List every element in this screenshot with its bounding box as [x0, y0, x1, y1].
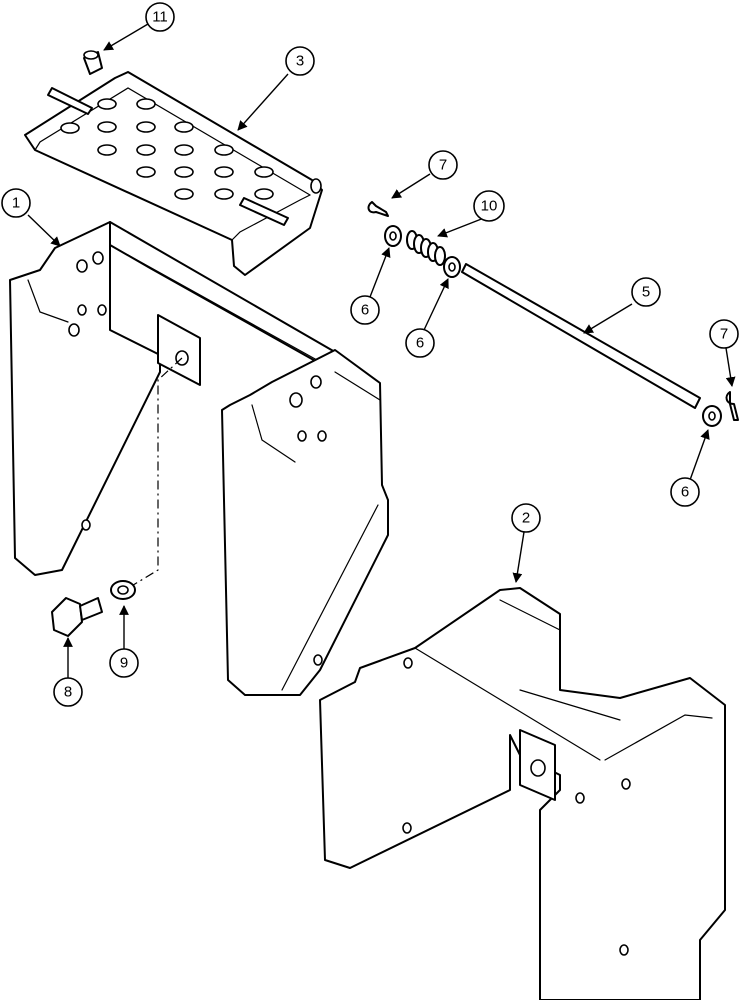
bolt: [51, 597, 103, 637]
callout-7-right-label: 7: [720, 326, 728, 343]
callout-6-middle-label: 6: [416, 335, 424, 352]
callout-3-label: 3: [296, 53, 304, 70]
step-bracket: [9, 221, 389, 696]
callout-6-left-label: 6: [361, 302, 369, 319]
callout-leaders: [27, 23, 736, 678]
step-guard: [319, 587, 726, 1000]
callout-8-label: 8: [64, 684, 72, 701]
washer: [110, 580, 136, 600]
callout-7-top-label: 7: [439, 157, 447, 174]
rod: [461, 263, 701, 409]
spring: [406, 230, 446, 266]
callout-7-top: 7: [428, 150, 458, 180]
callout-6-right-label: 6: [681, 484, 689, 501]
callout-3: 3: [285, 46, 315, 76]
callout-5: 5: [631, 277, 661, 307]
assembly-centerline: [124, 357, 183, 591]
rod-washers: [384, 225, 722, 427]
callout-11: 11: [145, 2, 175, 32]
step-plate: [24, 71, 323, 276]
callout-9-label: 9: [120, 655, 128, 672]
callout-6-right: 6: [670, 477, 700, 507]
callout-2: 2: [511, 503, 541, 533]
callout-1: 1: [1, 188, 31, 218]
callout-5-label: 5: [642, 284, 650, 301]
callout-9: 9: [109, 648, 139, 678]
step-plate-pins: [47, 87, 322, 226]
callout-8: 8: [53, 677, 83, 707]
callout-6-left: 6: [350, 295, 380, 325]
callout-11-label: 11: [152, 9, 168, 26]
callout-2-label: 2: [522, 510, 530, 527]
callout-10-label: 10: [481, 198, 498, 215]
callout-10: 10: [473, 190, 505, 222]
cotter-pins: [367, 201, 739, 421]
callout-1-label: 1: [12, 195, 20, 212]
bushing: [83, 50, 103, 75]
callout-6-middle: 6: [405, 328, 435, 358]
callout-7-right: 7: [709, 319, 739, 349]
step-plate-holes: [60, 98, 274, 200]
